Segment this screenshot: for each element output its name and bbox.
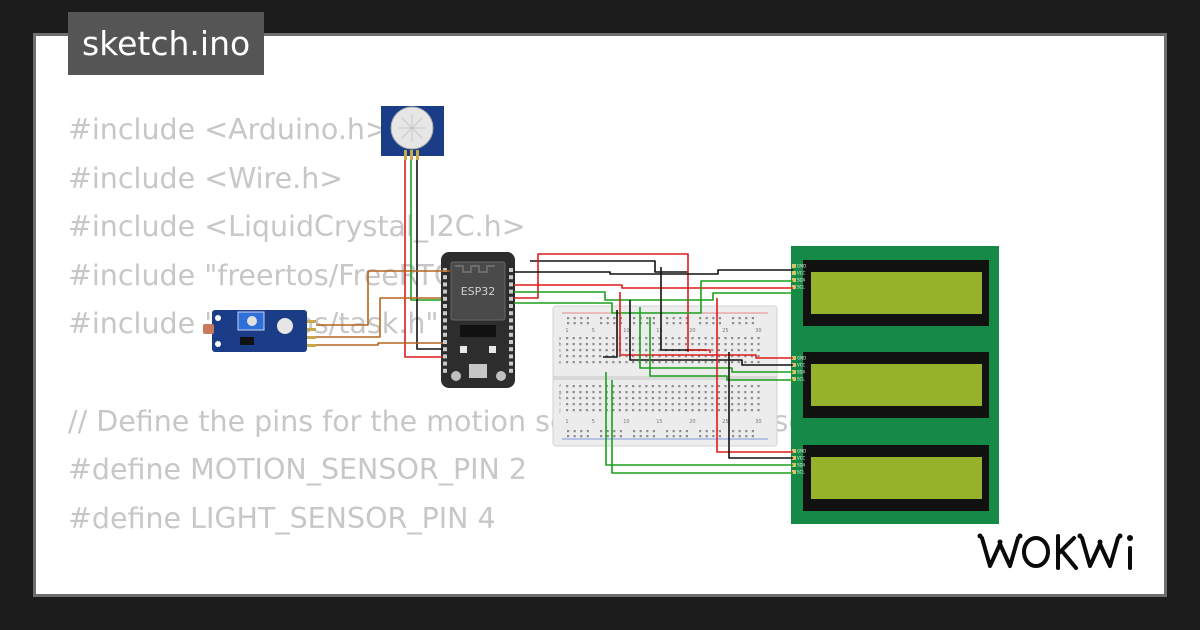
- code-line: #include <Wire.h>: [68, 161, 344, 195]
- breadboard-row-letter: i: [559, 402, 560, 408]
- lcd-3[interactable]: [803, 445, 989, 511]
- breadboard-column-number: 30: [755, 419, 761, 425]
- lcd-1[interactable]: [803, 260, 989, 326]
- breadboard-row-letter: f: [559, 384, 561, 390]
- lcd-pin-label: SCL: [797, 470, 805, 475]
- breadboard-row-letter: a: [559, 337, 562, 342]
- breadboard-column-number: 20: [689, 419, 695, 425]
- breadboard-row-letter: g: [559, 391, 562, 396]
- breadboard-row-letter: j: [558, 408, 560, 414]
- lcd-pin-label: SDA: [797, 370, 806, 375]
- lcd-3-screen: [811, 457, 982, 499]
- lcd-1-screen: [811, 272, 982, 314]
- lcd-pin-label: SCL: [797, 285, 805, 290]
- lcd-pin-label: SCL: [797, 377, 805, 382]
- code-line: #include <LiquidCrystal_I2C.h>: [68, 210, 526, 244]
- code-line: #define MOTION_SENSOR_PIN 2: [68, 453, 528, 487]
- breadboard-column-number: 5: [592, 328, 595, 334]
- breadboard-column-number: 1: [565, 419, 568, 425]
- breadboard-row-letter: e: [559, 361, 562, 366]
- file-tab[interactable]: sketch.ino: [68, 12, 265, 75]
- code-editor: #include <Arduino.h> #include <Wire.h> #in…: [68, 106, 868, 594]
- breadboard-column-number: 5: [592, 419, 595, 425]
- esp32-pin-headers: [443, 268, 513, 373]
- lcd-pin-label: GND: [797, 449, 806, 454]
- lcd-pin-label: VCC: [797, 363, 806, 368]
- lcd-pin-label: VCC: [797, 456, 806, 461]
- lcd-pin-label: GND: [797, 264, 806, 269]
- lcd-stack[interactable]: GND VCC SDA SCL GND VCC SDA SCL GND VCC SDA SCL: [791, 246, 999, 524]
- lcd-2-screen: [811, 364, 982, 406]
- wokwi-logo[interactable]: [970, 520, 1160, 586]
- esp32-label: ESP32: [461, 285, 496, 298]
- light-sensor-module[interactable]: [203, 310, 316, 352]
- lcd-pin-headers: GND VCC SDA SCL GND VCC SDA SCL GND VCC SDA SCL: [792, 264, 806, 475]
- lcd-pin-label: SDA: [797, 463, 806, 468]
- lcd-pin-label: GND: [797, 356, 806, 361]
- lcd-pin-label: VCC: [797, 271, 806, 276]
- esp32-board[interactable]: ESP32: [441, 252, 515, 388]
- breadboard-column-number: 25: [722, 328, 728, 334]
- breadboard-row-letter: d: [559, 354, 562, 360]
- breadboard-row-letter: c: [559, 349, 562, 354]
- breadboard-column-number: 25: [722, 419, 728, 425]
- breadboard-column-number: 10: [623, 328, 629, 334]
- lcd-pin-label: SDA: [797, 278, 806, 283]
- breadboard-column-number: 10: [623, 419, 629, 425]
- breadboard-column-number: 15: [656, 419, 662, 425]
- breadboard-column-number: 30: [755, 328, 761, 334]
- code-line: #define LIGHT_SENSOR_PIN 4: [68, 501, 496, 535]
- breadboard-column-number: 15: [656, 328, 662, 334]
- breadboard-column-number: 1: [565, 328, 568, 334]
- wires: [316, 160, 793, 474]
- breadboard-column-number: 20: [689, 328, 695, 334]
- lcd-2[interactable]: [803, 352, 989, 418]
- pir-motion-sensor[interactable]: [381, 106, 444, 160]
- usb-port: [469, 364, 487, 378]
- breadboard-row-letter: b: [559, 342, 562, 348]
- breadboard-holes: [566, 317, 760, 438]
- code-line: #include <Arduino.h>: [68, 113, 389, 146]
- breadboard-row-letter: h: [559, 396, 562, 402]
